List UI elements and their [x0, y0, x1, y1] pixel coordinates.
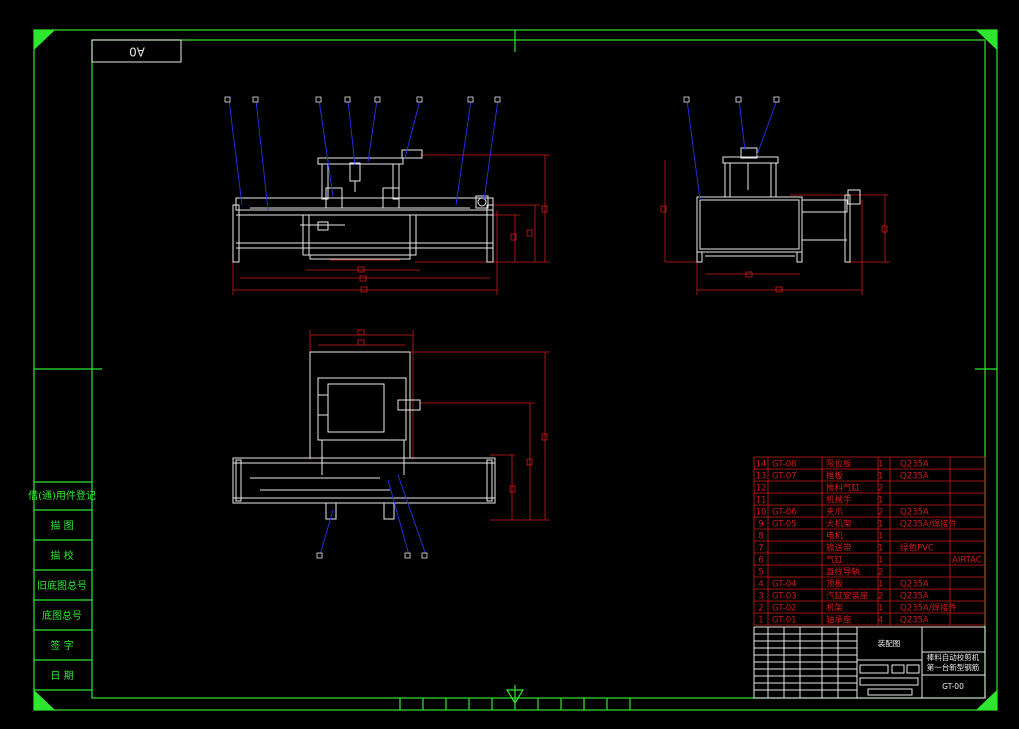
bom-cell-code: GT-03 — [772, 592, 797, 602]
bom-cell-no: 2 — [758, 604, 763, 614]
bom-cell-code: GT-08 — [772, 460, 797, 470]
bom-cell-name: 输送带 — [826, 543, 852, 554]
bom-cell-no: 11 — [756, 496, 767, 506]
bom-cell-qty: 4 — [878, 616, 883, 626]
bom-cell-no: 1 — [758, 616, 763, 626]
bom-cell-name: 汽缸安装座 — [826, 591, 869, 602]
bom-cell-qty: 1 — [878, 496, 883, 506]
side-label: 旧底图总号 — [37, 579, 87, 592]
bom-cell-qty: 1 — [878, 580, 883, 590]
corner-mark-tr — [976, 30, 997, 50]
corner-mark-br — [976, 690, 997, 710]
bom-cell-material: Q235A — [900, 460, 929, 470]
bom-cell-no: 4 — [758, 580, 763, 590]
bom-cell-note: AIRTAC — [952, 556, 982, 566]
bom-cell-name: 轴承座 — [826, 615, 852, 626]
bom-cell-no: 8 — [758, 532, 763, 542]
bom-cell-no: 7 — [758, 544, 763, 554]
bom-cell-no: 9 — [758, 520, 763, 530]
bom-cell-material: Q235A — [900, 580, 929, 590]
bom-cell-name: 直线导轨 — [826, 567, 861, 578]
bom-cell-no: 14 — [756, 460, 767, 470]
bom-cell-qty: 1 — [878, 544, 883, 554]
bom-cell-no: 3 — [758, 592, 763, 602]
bom-cell-material: Q235A — [900, 508, 929, 518]
bom-cell-no: 10 — [756, 508, 767, 518]
bom-cell-qty: 2 — [878, 484, 883, 494]
bom-cell-qty: 1 — [878, 520, 883, 530]
bom-cell-material: Q235A/焊接件 — [900, 519, 958, 530]
bom-cell-code: GT-04 — [772, 580, 797, 590]
bom-cell-no: 13 — [756, 472, 767, 482]
bom-cell-material: Q235A — [900, 472, 929, 482]
drawing-number: GT-00 — [942, 682, 964, 691]
bom-cell-name: 气缸 — [826, 555, 844, 566]
bom-cell-name: 顶板 — [826, 579, 844, 590]
bom-cell-material: Q235A/焊接件 — [900, 603, 958, 614]
bom-cell-material: 绿色PVC — [900, 543, 934, 554]
bom-cell-code: GT-06 — [772, 508, 797, 518]
bom-cell-qty: 1 — [878, 532, 883, 542]
bom-cell-material: Q235A — [900, 592, 929, 602]
bom-cell-qty: 2 — [878, 568, 883, 578]
bom-cell-qty: 1 — [878, 472, 883, 482]
side-label: 签 字 — [50, 639, 73, 652]
sheet-size-label: A0 — [129, 45, 145, 59]
outer-border — [33, 29, 998, 711]
bom-cell-code: GT-05 — [772, 520, 797, 530]
bom-cell-code: GT-07 — [772, 472, 797, 482]
bom-cell-no: 5 — [758, 568, 763, 578]
corner-mark-tl — [34, 30, 55, 50]
bom-cell-qty: 2 — [878, 508, 883, 518]
bom-cell-name: 机架 — [826, 603, 844, 614]
side-label: 底图总号 — [42, 609, 82, 622]
title-line-1: 棒料自动校剪机 — [927, 652, 980, 662]
front-view — [224, 96, 550, 295]
bom-cell-name: 夹爪 — [826, 507, 844, 518]
top-view — [232, 329, 550, 559]
side-label: 描 图 — [50, 519, 73, 532]
bom-cell-name: 电机 — [826, 531, 844, 542]
bom-cell-name: 推板 — [826, 471, 844, 482]
side-label-column: 借(通)用件登记 描 图 描 校 旧底图总号 底图总号 签 字 日 期 — [28, 481, 96, 691]
bom-cell-no: 12 — [756, 484, 767, 494]
corner-mark-bl — [34, 690, 55, 710]
side-label: 借(通)用件登记 — [28, 489, 96, 502]
side-label: 日 期 — [50, 670, 73, 682]
bom-cell-code: GT-01 — [772, 616, 797, 626]
drawing-kind: 装配图 — [878, 638, 901, 648]
bom-cell-no: 6 — [758, 556, 763, 566]
title-block: 装配图 棒料自动校剪机 第一台新型钢筋 GT-00 — [753, 626, 986, 699]
bom-cell-name: 限位板 — [826, 459, 852, 470]
bom-cell-qty: 1 — [878, 604, 883, 614]
bom-cell-name: 机械手 — [826, 495, 852, 506]
bom-cell-name: 大机架 — [826, 519, 852, 530]
bom-cell-qty: 1 — [878, 460, 883, 470]
side-label: 描 校 — [50, 549, 73, 562]
bom-cell-material: Q235A — [900, 616, 929, 626]
bom-cell-name: 推料气缸 — [826, 483, 861, 494]
sheet-size-box — [91, 39, 182, 63]
bom-cell-code: GT-02 — [772, 604, 797, 614]
title-line-2: 第一台新型钢筋 — [927, 662, 980, 672]
bom-cell-qty: 2 — [878, 592, 883, 602]
bom-cell-qty: 1 — [878, 556, 883, 566]
side-view — [660, 96, 890, 295]
